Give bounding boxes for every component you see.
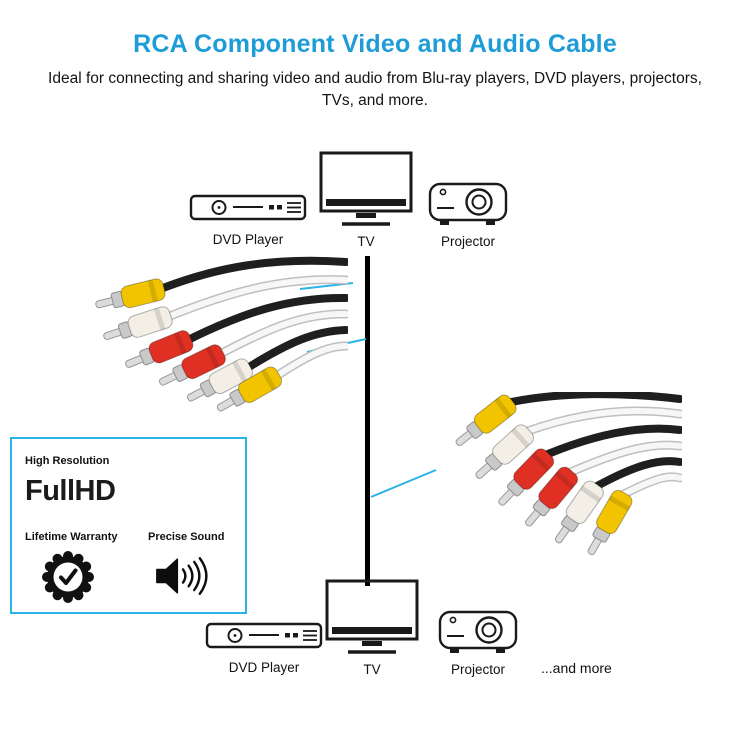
- high-resolution-label: High Resolution: [25, 455, 110, 467]
- cable-image-top: [92, 256, 348, 420]
- device-label: TV: [357, 234, 375, 249]
- tv-icon: [319, 151, 413, 226]
- precise-sound-label: Precise Sound: [148, 531, 225, 543]
- connector-line: [370, 469, 437, 498]
- dvd-player-icon: [205, 622, 323, 649]
- cable-image-bottom: [449, 392, 682, 560]
- warranty-seal-icon: [42, 551, 94, 603]
- bottom-device-tv: TV: [324, 579, 420, 677]
- page-title: RCA Component Video and Audio Cable: [133, 30, 617, 58]
- device-label: DVD Player: [212, 232, 284, 247]
- device-label: DVD Player: [228, 660, 300, 675]
- tv-icon: [325, 579, 419, 654]
- projector-icon: [428, 182, 508, 225]
- backbone-cable-line: [365, 256, 370, 586]
- top-device-projector: Projector: [428, 175, 508, 249]
- projector-icon: [438, 610, 518, 653]
- device-label: Projector: [440, 234, 496, 249]
- top-device-dvd-player: DVD Player: [187, 187, 309, 247]
- device-label: Projector: [450, 662, 506, 677]
- lifetime-warranty-label: Lifetime Warranty: [25, 531, 118, 543]
- bottom-device-dvd-player: DVD Player: [203, 615, 325, 675]
- top-device-tv: TV: [318, 151, 414, 249]
- fullhd-logo: FullHD: [25, 475, 116, 507]
- device-label: TV: [363, 662, 381, 677]
- and-more-label: ...and more: [541, 660, 612, 676]
- page-subtitle: Ideal for connecting and sharing video a…: [48, 70, 702, 109]
- feature-box: High Resolution FullHD Lifetime Warranty…: [10, 437, 247, 614]
- speaker-icon: [156, 557, 208, 595]
- dvd-player-icon: [189, 194, 307, 221]
- bottom-device-projector: Projector: [438, 603, 518, 677]
